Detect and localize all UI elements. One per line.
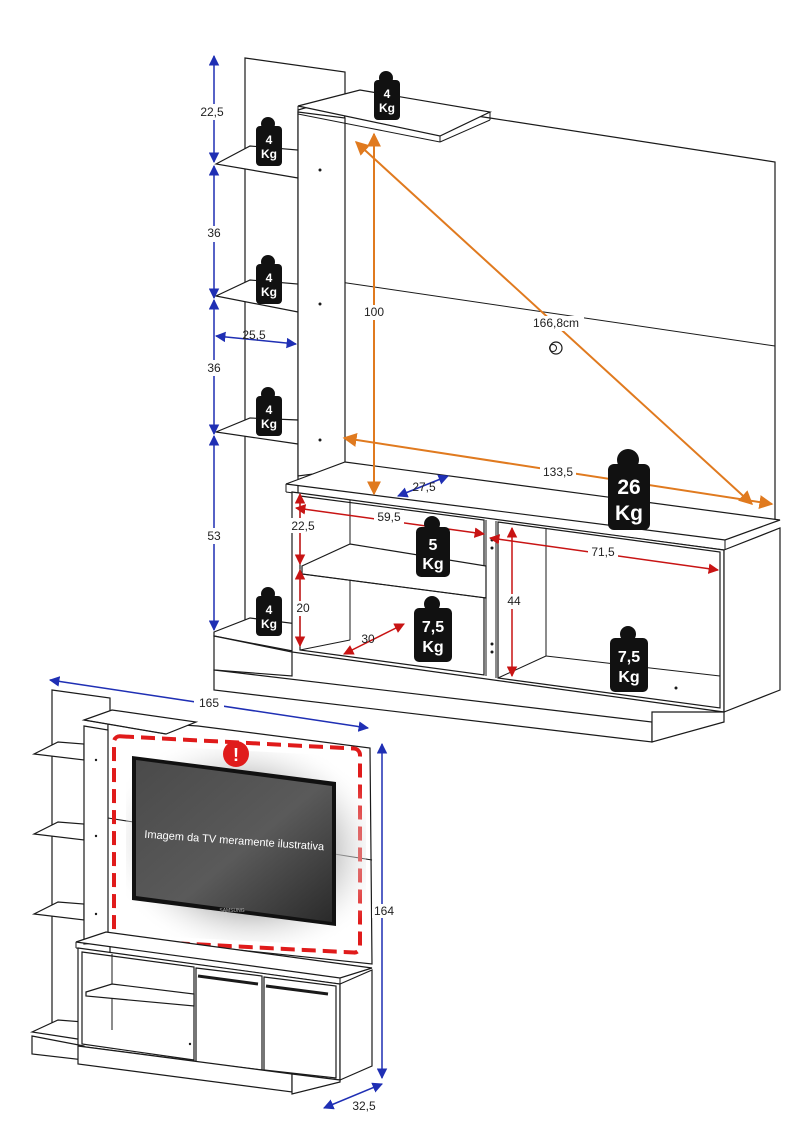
overall-depth-label: 32,5 (352, 1099, 376, 1113)
shelf-depth-label: 25,5 (242, 328, 266, 342)
svg-text:4: 4 (266, 271, 273, 285)
svg-text:7,5: 7,5 (618, 649, 640, 666)
tv-brand: SAMSUNG (219, 908, 244, 914)
weight-badge-right-niche: 7,5 Kg (610, 626, 648, 692)
left-niche-upper-height-label: 22,5 (291, 519, 315, 533)
svg-text:Kg: Kg (618, 669, 639, 686)
svg-text:Kg: Kg (615, 502, 643, 525)
svg-text:4: 4 (384, 87, 391, 101)
weight-badge-top-shelf: 4 Kg (374, 71, 400, 120)
weight-badge-upper-niche: 5 Kg (416, 516, 450, 577)
svg-text:Kg: Kg (422, 639, 443, 656)
svg-text:Kg: Kg (261, 617, 277, 631)
svg-text:4: 4 (266, 403, 273, 417)
screen-height-label: 100 (364, 305, 384, 319)
left-niche-lower-height-label: 20 (296, 601, 310, 615)
svg-text:4: 4 (266, 133, 273, 147)
svg-text:Kg: Kg (261, 285, 277, 299)
svg-text:Kg: Kg (261, 147, 277, 161)
warning-icon (223, 741, 249, 767)
weight-badge-side-shelf-1: 4 Kg (256, 117, 282, 166)
weight-badge-tv: 26 Kg (608, 449, 650, 530)
left-niche-width-label: 59,5 (377, 510, 401, 524)
overall-height-label: 164 (374, 904, 394, 918)
right-niche-width-label: 71,5 (591, 545, 615, 559)
right-niche-height-label: 44 (507, 594, 521, 608)
weight-badge-side-shelf-2: 4 Kg (256, 255, 282, 304)
svg-text:4: 4 (266, 603, 273, 617)
overall-width-label: 165 (199, 696, 219, 710)
screen-diagonal-label: 166,8cm (533, 316, 579, 330)
top-depth-label: 27,5 (412, 480, 436, 494)
svg-text:5: 5 (429, 537, 438, 554)
height-label-4: 53 (207, 529, 221, 543)
svg-text:26: 26 (617, 476, 640, 499)
bottom-furniture-drawing: SAMSUNG ! (29, 689, 373, 1095)
height-label-1: 22,5 (200, 105, 224, 119)
weight-badge-side-shelf-3: 4 Kg (256, 387, 282, 436)
top-furniture-drawing (213, 57, 781, 743)
screen-width-label: 133,5 (543, 465, 573, 479)
weight-badge-side-base: 4 Kg (256, 587, 282, 636)
svg-text:Kg: Kg (261, 417, 277, 431)
height-label-3: 36 (207, 361, 221, 375)
left-niche-depth-label: 30 (361, 632, 375, 646)
svg-text:Kg: Kg (379, 101, 395, 115)
svg-text:!: ! (233, 745, 239, 765)
height-label-2: 36 (207, 226, 221, 240)
svg-text:Kg: Kg (422, 556, 443, 573)
weight-badge-lower-niche: 7,5 Kg (414, 596, 452, 662)
svg-text:7,5: 7,5 (422, 619, 444, 636)
